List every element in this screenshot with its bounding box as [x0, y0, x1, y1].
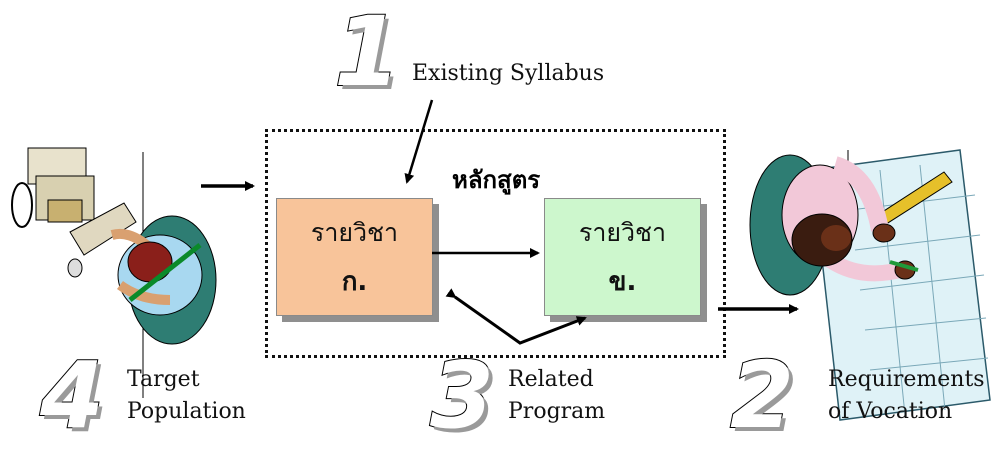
course-a-box: รายวิชา ก. [276, 198, 433, 316]
step4-label-line1: Target [127, 367, 200, 392]
step4-number: 4 [39, 342, 105, 449]
course-a-code: ก. [341, 267, 368, 297]
course-b-title: รายวิชา [578, 218, 667, 247]
arrow-existing-syllabus [404, 99, 434, 184]
step4-label-line2: Population [127, 399, 246, 424]
step2-number: 2 [729, 342, 795, 449]
step1-number: 1 [333, 0, 402, 108]
step3-number: 3 [429, 342, 495, 449]
curriculum-frame [265, 129, 726, 358]
step2-label-line1: Requirements [828, 367, 985, 392]
person-with-blueprint-icon [749, 149, 991, 421]
step3-label-line1: Related [508, 367, 594, 392]
step1-label: Existing Syllabus [412, 61, 605, 86]
person-at-computer-icon [11, 147, 217, 398]
step2-label-line2: of Vocation [828, 399, 953, 424]
course-a-title: รายวิชา [310, 218, 399, 247]
step3-label-line2: Program [508, 399, 606, 424]
course-b-code: ข. [608, 267, 637, 297]
center-title: หลักสูตร [452, 166, 541, 194]
arrow-related-program [445, 288, 587, 345]
